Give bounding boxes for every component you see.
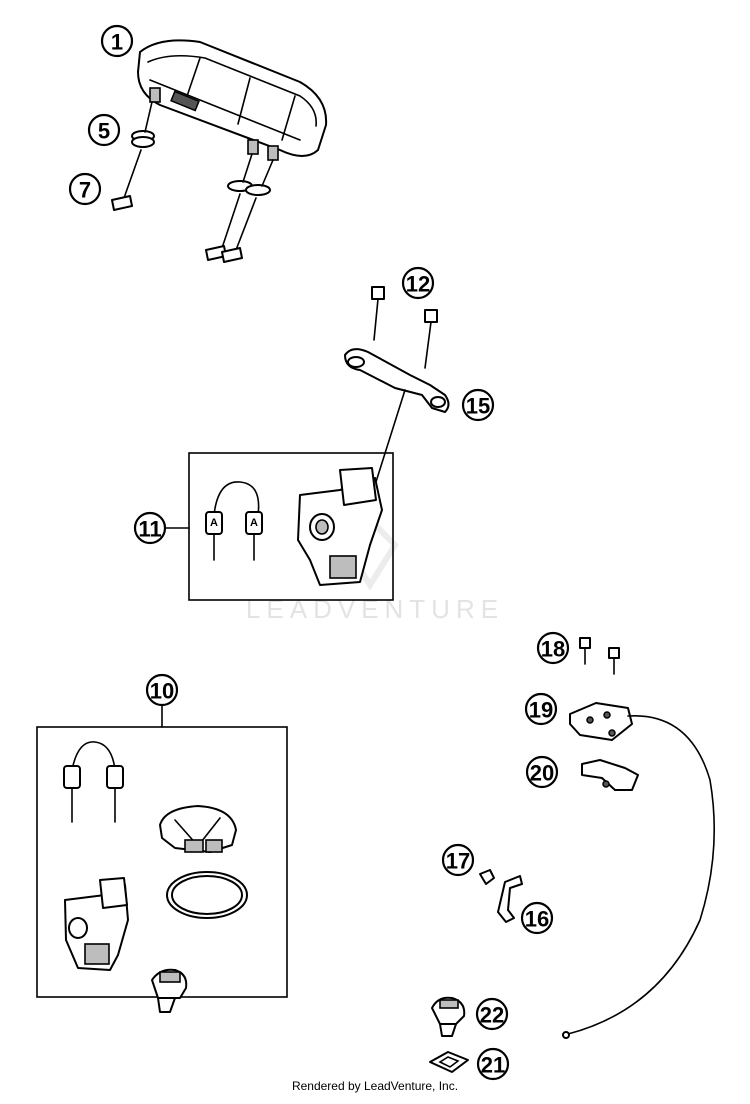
callout-12[interactable]: 12 bbox=[401, 266, 435, 300]
callout-label: 5 bbox=[98, 119, 110, 144]
callout-label: 18 bbox=[541, 637, 565, 662]
callout-19[interactable]: 19 bbox=[524, 692, 558, 726]
callout-17[interactable]: 17 bbox=[441, 843, 475, 877]
tank-cap[interactable] bbox=[159, 805, 237, 853]
screw-left[interactable] bbox=[111, 149, 142, 211]
screws-18[interactable] bbox=[579, 637, 620, 675]
callout-label: 16 bbox=[525, 907, 549, 932]
callout-15[interactable]: 15 bbox=[461, 388, 495, 422]
release-cable[interactable] bbox=[567, 715, 716, 1035]
nut-17[interactable] bbox=[479, 869, 495, 885]
seal-ring[interactable] bbox=[166, 871, 248, 919]
instrument-cluster[interactable] bbox=[137, 39, 328, 161]
callout-16[interactable]: 16 bbox=[520, 901, 554, 935]
screws-12[interactable] bbox=[371, 286, 438, 369]
seat-lock[interactable] bbox=[151, 968, 188, 1013]
callout-1[interactable]: 1 bbox=[100, 24, 134, 58]
callout-label: 15 bbox=[466, 394, 490, 419]
callout-18[interactable]: 18 bbox=[536, 631, 570, 665]
callout-label: 7 bbox=[79, 178, 91, 203]
callout-label: 1 bbox=[111, 30, 123, 55]
callout-label: 20 bbox=[530, 761, 554, 786]
key-label: A bbox=[250, 517, 258, 529]
callout-22[interactable]: 22 bbox=[475, 997, 509, 1031]
key-pair-10[interactable] bbox=[63, 741, 124, 823]
callout-20[interactable]: 20 bbox=[525, 755, 559, 789]
plate-20[interactable] bbox=[581, 759, 639, 791]
callout-label: 11 bbox=[138, 517, 161, 542]
grommet-left[interactable] bbox=[131, 101, 155, 148]
ignition-lock-10[interactable] bbox=[64, 877, 129, 971]
lock-22[interactable] bbox=[431, 996, 466, 1037]
callout-7[interactable]: 7 bbox=[68, 172, 102, 206]
watermark-text: LEADVENTURE bbox=[246, 594, 504, 624]
callout-5[interactable]: 5 bbox=[87, 113, 121, 147]
bracket-15[interactable] bbox=[344, 348, 450, 413]
callout-11[interactable]: 11 bbox=[133, 511, 167, 545]
ignition-lock-11[interactable] bbox=[297, 467, 383, 586]
footer-credit: Rendered by LeadVenture, Inc. bbox=[292, 1079, 458, 1093]
gasket-21[interactable] bbox=[429, 1051, 469, 1073]
callout-label: 19 bbox=[529, 698, 553, 723]
cable-end[interactable] bbox=[562, 1031, 570, 1039]
key-label: A bbox=[210, 517, 218, 529]
callout-label: 12 bbox=[406, 272, 430, 297]
callout-10[interactable]: 10 bbox=[145, 673, 179, 707]
callout-label: 22 bbox=[480, 1003, 504, 1028]
callout-21[interactable]: 21 bbox=[476, 1047, 510, 1081]
screws-right[interactable] bbox=[205, 193, 257, 263]
lock-housing-19[interactable] bbox=[569, 702, 633, 741]
callout-label: 10 bbox=[150, 679, 174, 704]
key-pair-11[interactable]: A A bbox=[205, 481, 263, 561]
hook-16[interactable] bbox=[497, 875, 523, 923]
callout-label: 17 bbox=[446, 849, 470, 874]
grommet-right[interactable] bbox=[227, 153, 274, 196]
callout-label: 21 bbox=[481, 1053, 505, 1078]
connector-wire bbox=[374, 389, 406, 486]
kit-box-11 bbox=[188, 452, 394, 601]
